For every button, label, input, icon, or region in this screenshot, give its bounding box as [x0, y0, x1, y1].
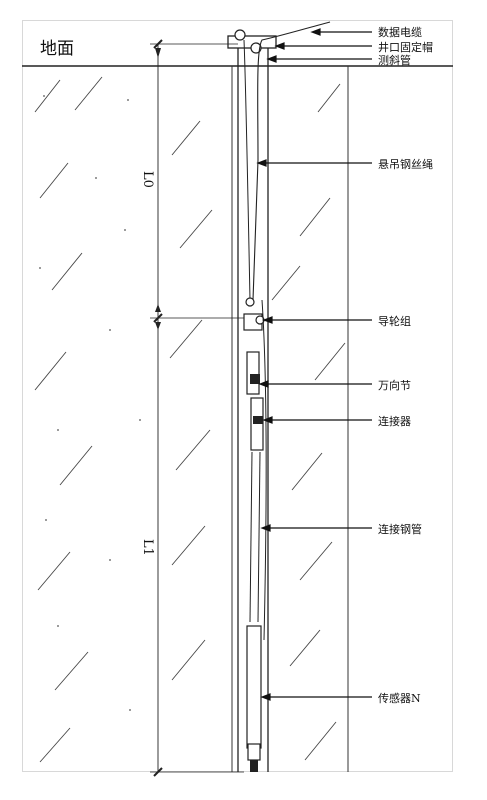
- callout-leaders: [256, 28, 372, 701]
- label-connecting-steel-pipe: 连接钢管: [378, 523, 422, 536]
- soil-hatching-right: [271, 83, 346, 761]
- dimension-arrow-mid2: [155, 322, 161, 330]
- sensor-n-cap: [247, 743, 261, 761]
- cable-pulley-1: [234, 29, 246, 41]
- soil-dots-left: [39, 95, 141, 711]
- soil-hatching-left: [34, 76, 213, 763]
- label-inclinometer-casing: 测斜管: [378, 54, 411, 67]
- connecting-steel-pipe-left: [249, 451, 253, 623]
- universal-joint-knuckle: [250, 374, 260, 384]
- ground-label: 地面: [40, 39, 74, 59]
- connecting-steel-pipe-right: [257, 451, 261, 623]
- sensor-n-body: [246, 625, 262, 749]
- dimension-arrow-top: [155, 48, 161, 58]
- dimension-ticks: [153, 39, 163, 777]
- cable-along-pipe: [261, 299, 267, 641]
- cable-pulley-2: [250, 42, 262, 54]
- label-wellhead-cap: 井口固定帽: [378, 41, 433, 54]
- data-cable: [252, 21, 331, 301]
- label-connector: 连接器: [378, 415, 411, 428]
- universal-joint-body: [246, 351, 260, 395]
- dimension-arrow-mid: [155, 304, 161, 312]
- connector-band: [253, 416, 263, 424]
- guide-wheel-left: [245, 297, 255, 307]
- suspension-wire-rope: [243, 39, 251, 301]
- dimension-label-lower: L1: [139, 539, 155, 556]
- label-universal-joint: 万向节: [378, 379, 411, 392]
- dimension-label-upper: L0: [139, 171, 155, 188]
- label-suspension-wire-rope: 悬吊钢丝绳: [378, 158, 433, 171]
- sensor-n-tip: [250, 760, 258, 772]
- label-data-cable: 数据电缆: [378, 26, 422, 39]
- label-sensor-n: 传感器N: [378, 692, 421, 705]
- label-guide-wheel-group: 导轮组: [378, 315, 411, 328]
